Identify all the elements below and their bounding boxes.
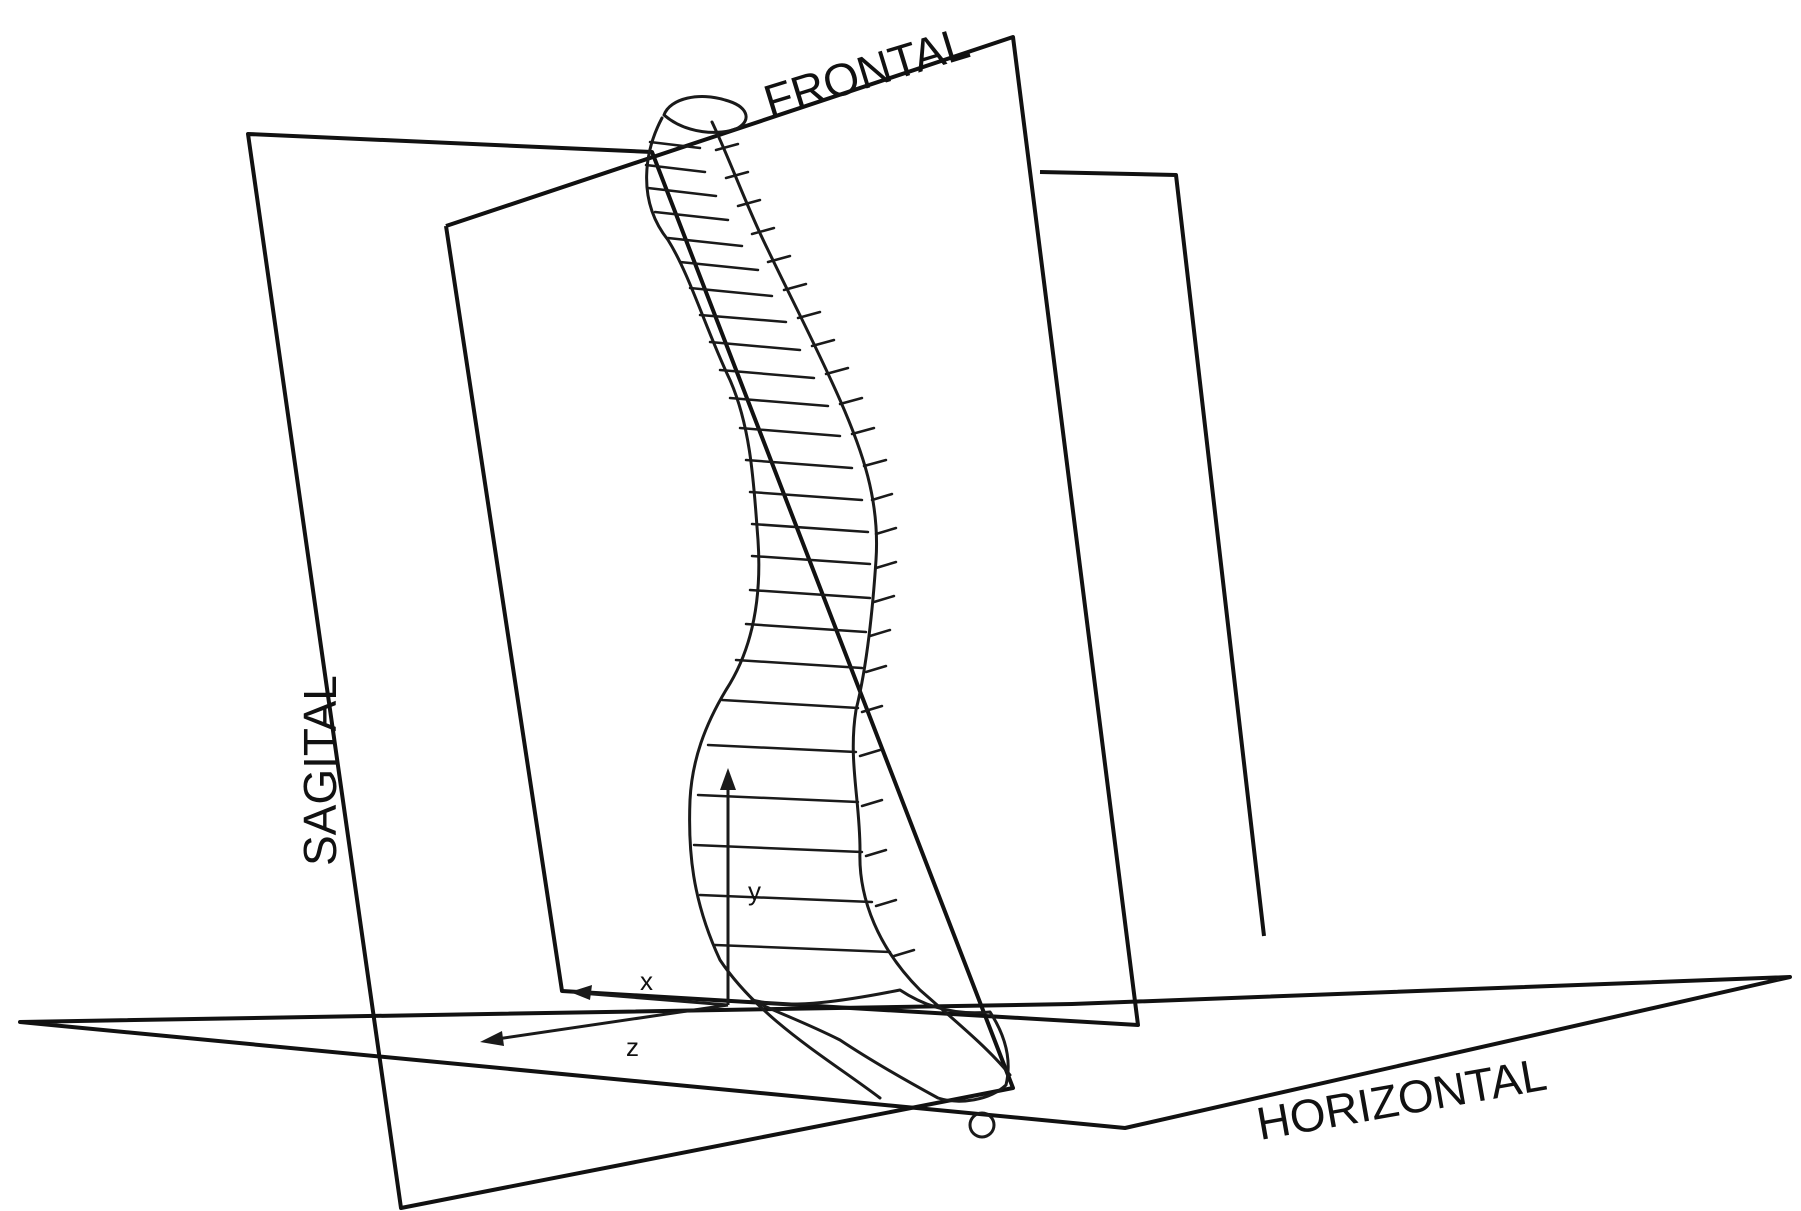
spinous-processes bbox=[716, 144, 914, 956]
frontal-plane bbox=[446, 37, 1138, 1025]
spine-illustration bbox=[646, 96, 1010, 1137]
frontal-plane-label: FRONTAL bbox=[758, 16, 975, 128]
vertebra-lines bbox=[646, 142, 890, 952]
z-axis-label: z bbox=[626, 1032, 639, 1062]
coordinate-axes bbox=[480, 768, 736, 1046]
sagittal-plane-label: SAGITAL bbox=[294, 675, 346, 866]
atlas-vertebra bbox=[664, 96, 746, 132]
x-axis-arrowhead bbox=[570, 985, 592, 1000]
y-axis-arrowhead bbox=[720, 768, 736, 790]
z-axis-arrowhead bbox=[480, 1031, 504, 1046]
coccyx bbox=[970, 1113, 994, 1137]
horizontal-plane-label: HORIZONTAL bbox=[1253, 1048, 1551, 1150]
y-axis-label: y bbox=[748, 876, 761, 906]
back-panel bbox=[1040, 172, 1264, 936]
x-axis-label: x bbox=[640, 966, 653, 996]
